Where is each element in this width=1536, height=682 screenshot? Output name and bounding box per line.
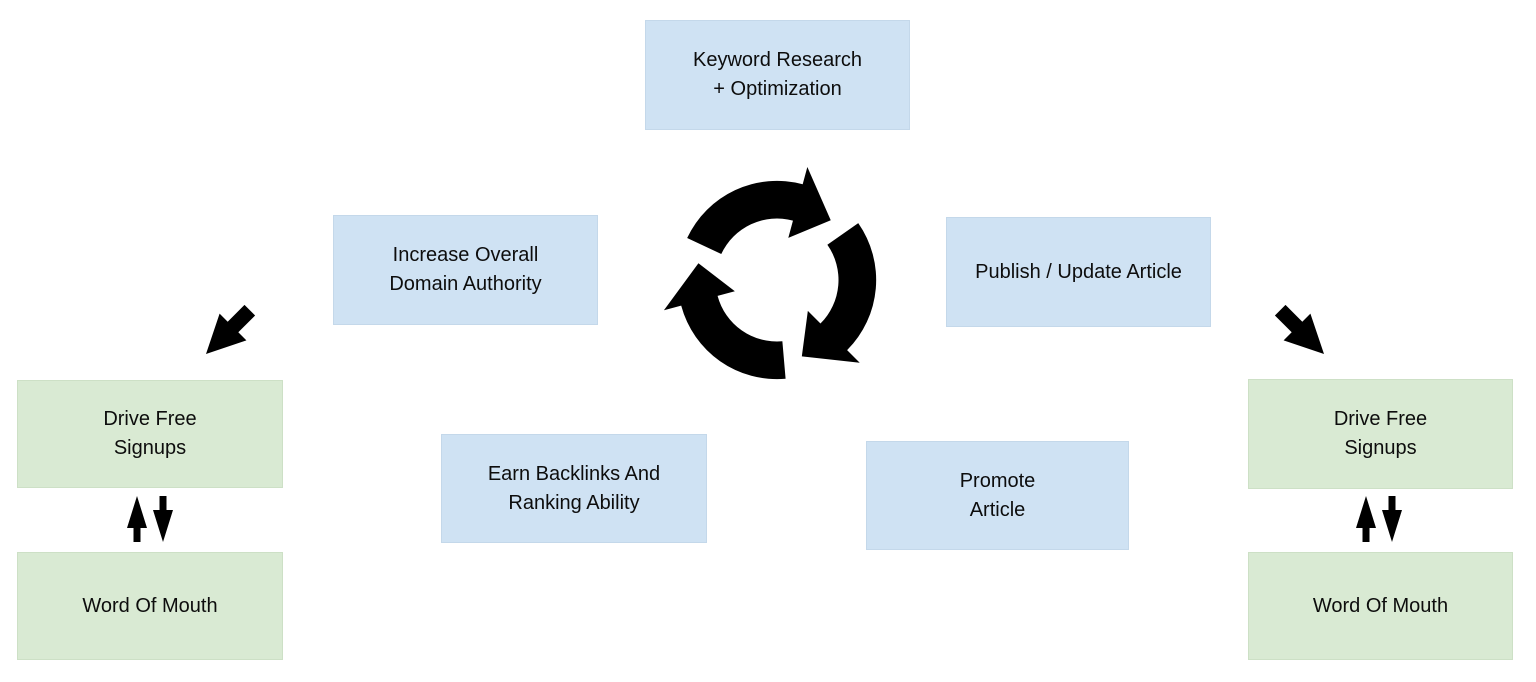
arrow-down-icon [1382,496,1402,542]
box-keyword-research: Keyword Research + Optimization [645,20,910,130]
box-promote-article: Promote Article [866,441,1129,550]
box-publish-update-article: Publish / Update Article [946,217,1211,327]
arrow-down-right-icon [1260,290,1330,360]
arrow-down-icon [153,496,173,542]
arrow-down-left-icon [200,290,270,360]
cycle-arrows-icon [658,161,896,399]
box-drive-free-signups-left: Drive Free Signups [17,380,283,488]
box-word-of-mouth-left: Word Of Mouth [17,552,283,660]
box-earn-backlinks: Earn Backlinks And Ranking Ability [441,434,707,543]
box-drive-free-signups-right: Drive Free Signups [1248,379,1513,489]
updown-arrows-right [1355,494,1403,544]
updown-arrows-left [126,494,174,544]
box-increase-domain-authority: Increase Overall Domain Authority [333,215,598,325]
arrow-up-icon [127,496,147,542]
box-word-of-mouth-right: Word Of Mouth [1248,552,1513,660]
arrow-up-icon [1356,496,1376,542]
